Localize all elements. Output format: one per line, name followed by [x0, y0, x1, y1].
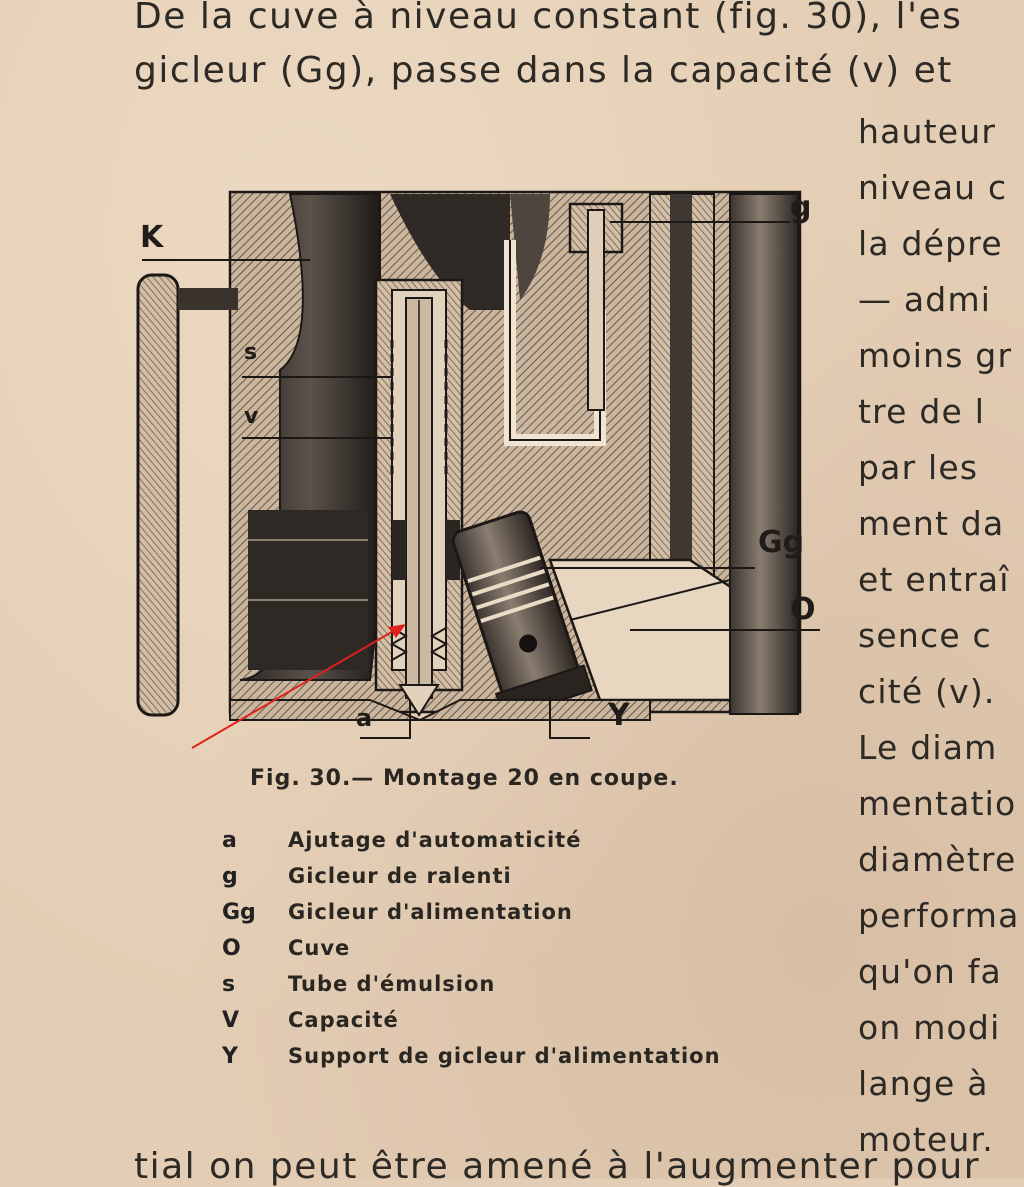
right-column-line: mentatio	[858, 784, 1017, 823]
right-column-line: niveau c	[858, 168, 1008, 207]
legend-key: Y	[222, 1044, 238, 1069]
body-text-line-1: De la cuve à niveau constant (fig. 30), …	[134, 0, 963, 37]
legend-item: g Gicleur de ralenti	[222, 864, 822, 900]
right-column-line: lange à	[858, 1064, 989, 1103]
legend-key: s	[222, 972, 236, 997]
label-K: K	[140, 220, 164, 255]
legend-text: Support de gicleur d'alimentation	[288, 1044, 721, 1068]
figure-caption: Fig. 30.— Montage 20 en coupe.	[250, 766, 679, 791]
label-a: a	[356, 704, 373, 732]
label-Gg: Gg	[758, 525, 805, 560]
legend-key: g	[222, 864, 238, 889]
legend-text: Cuve	[288, 936, 351, 960]
label-g: g	[790, 190, 812, 225]
right-column-line: moins gr	[858, 336, 1013, 375]
right-column-line: ment da	[858, 504, 1005, 543]
body-text-bottom-line: tial on peut être amené à l'augmenter po…	[134, 1146, 980, 1187]
legend-key: Gg	[222, 900, 256, 925]
label-Y: Y	[608, 698, 630, 733]
body-text-line-2: gicleur (Gg), passe dans la capacité (v)…	[134, 50, 953, 91]
legend-item: a Ajutage d'automaticité	[222, 828, 822, 864]
right-column-line: qu'on fa	[858, 952, 1002, 991]
legend-item: Gg Gicleur d'alimentation	[222, 900, 822, 936]
right-column-line: performa	[858, 896, 1020, 935]
legend-text: Ajutage d'automaticité	[288, 828, 582, 852]
legend-key: V	[222, 1008, 240, 1033]
right-column-line: tre de l	[858, 392, 986, 431]
legend-text: Gicleur de ralenti	[288, 864, 512, 888]
legend-text: Tube d'émulsion	[288, 972, 496, 996]
right-column-line: sence c	[858, 616, 992, 655]
red-arrow	[191, 624, 406, 749]
legend-text: Gicleur d'alimentation	[288, 900, 573, 924]
right-column-line: — admi	[858, 280, 992, 319]
figure-legend: a Ajutage d'automaticité g Gicleur de ralen…	[222, 828, 822, 1080]
label-v: v	[244, 404, 259, 429]
right-column-line: la dépre	[858, 224, 1003, 263]
right-column-line: hauteur	[858, 112, 997, 151]
right-column-line: et entraî	[858, 560, 1010, 599]
label-s: s	[244, 340, 258, 365]
right-column-line: moteur.	[858, 1120, 994, 1159]
legend-key: O	[222, 936, 241, 961]
right-column-line: par les	[858, 448, 979, 487]
carburetor-drawing	[136, 190, 820, 749]
legend-text: Capacité	[288, 1008, 399, 1032]
legend-key: a	[222, 828, 237, 853]
legend-item: s Tube d'émulsion	[222, 972, 822, 1008]
right-column-line: diamètre	[858, 840, 1017, 879]
legend-item: O Cuve	[222, 936, 822, 972]
legend-item: V Capacité	[222, 1008, 822, 1044]
carburetor-cross-section-figure: K g s v Gg O a Y	[130, 180, 830, 750]
label-O: O	[790, 592, 816, 627]
right-column-line: Le diam	[858, 728, 998, 767]
right-column-line: on modi	[858, 1008, 1001, 1047]
legend-item: Y Support de gicleur d'alimentation	[222, 1044, 822, 1080]
right-column-line: cité (v).	[858, 672, 996, 711]
